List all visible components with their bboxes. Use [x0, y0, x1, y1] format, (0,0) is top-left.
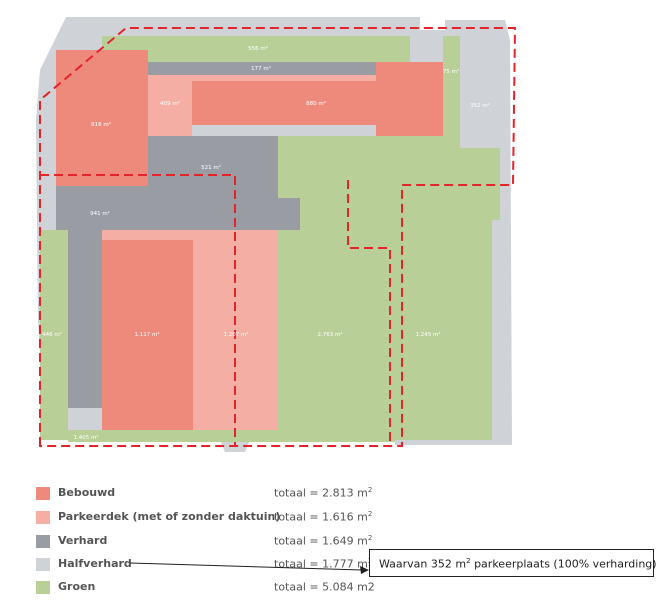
legend-row-groen: Groen totaal = 5.084 m2: [36, 580, 636, 596]
label-bebouwd-center: 880 m²: [306, 100, 326, 107]
legend-row-bebouwd: Bebouwd totaal = 2.813 m2: [36, 486, 636, 502]
bebouwd-big: [102, 240, 193, 430]
legend-swatch-bebouwd: [36, 487, 50, 500]
legend-swatch-halfverhard: [36, 558, 50, 571]
legend-name: Halfverhard: [58, 557, 132, 570]
legend-name: Parkeerdek (met of zonder daktuin): [58, 510, 281, 523]
label-halfverhard-right: 352 m²: [470, 102, 490, 109]
label-bebouwd-big: 1.117 m²: [134, 331, 159, 338]
parkeerdek-top-strip: [192, 75, 376, 81]
legend-total: totaal = 1.777 m2: [274, 557, 372, 571]
legend-total: totaal = 5.084 m2: [274, 580, 375, 594]
plan-boundary-outer: [39, 27, 517, 447]
label-verhard-strip: 177 m²: [251, 65, 271, 72]
label-halfverhard-bottom: 1.405 m²: [73, 434, 98, 441]
label-verhard-mid: 521 m²: [201, 164, 221, 171]
label-groen-center: 2.763 m²: [317, 331, 342, 338]
legend-total: totaal = 1.649 m2: [274, 534, 373, 548]
label-groen-left: 446 m²: [42, 331, 62, 338]
legend-name: Groen: [58, 580, 96, 593]
groen-left: [40, 230, 68, 440]
label-parkeerdek-small: 409 m²: [160, 100, 180, 107]
label-groen-small: 75 m²: [443, 68, 459, 75]
label-groen-top: 556 m²: [248, 45, 268, 52]
legend-row-parkeerdek: Parkeerdek (met of zonder daktuin) totaa…: [36, 510, 636, 526]
callout-box: Waarvan 352 m2 parkeerplaats (100% verha…: [369, 549, 657, 577]
verhard-main: [56, 136, 300, 408]
plan-boundary-notch: [347, 180, 391, 446]
bebouwd-center: [192, 62, 443, 136]
groen-large: [278, 136, 500, 440]
legend-swatch-verhard: [36, 535, 50, 548]
label-parkeerdek-big: 1.207 m²: [223, 331, 248, 338]
plan-boundary-inner: [40, 174, 236, 446]
halfverhard-right: [460, 36, 502, 148]
legend-total: totaal = 1.616 m2: [274, 510, 373, 524]
legend-swatch-groen: [36, 581, 50, 594]
verhard-strip: [148, 62, 376, 75]
bebouwd-left: [56, 50, 148, 186]
legend-total: totaal = 2.813 m2: [274, 486, 373, 500]
legend-name: Bebouwd: [58, 486, 116, 499]
groen-bottom-strip: [68, 430, 395, 442]
site-plan: 556 m² 177 m² 75 m² 352 m² 816 m² 409 m²…: [36, 17, 517, 452]
groen-top: [102, 36, 410, 62]
callout-text: Waarvan 352 m2 parkeerplaats (100% verha…: [379, 557, 657, 571]
legend-swatch-parkeerdek: [36, 511, 50, 524]
parkeerdek-small: [148, 75, 192, 136]
legend-row-verhard: Verhard totaal = 1.649 m2: [36, 534, 636, 550]
label-verhard-left: 941 m²: [90, 210, 110, 217]
label-groen-right: 1.245 m²: [415, 331, 440, 338]
label-bebouwd-left: 816 m²: [91, 121, 111, 128]
legend-name: Verhard: [58, 534, 108, 547]
groen-small: [443, 36, 460, 136]
